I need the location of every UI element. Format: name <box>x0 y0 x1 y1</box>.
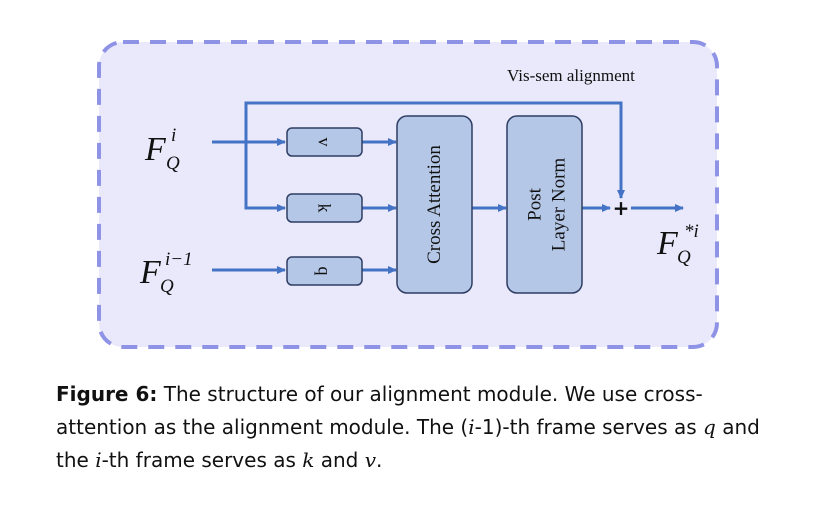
layer-norm-block: Post Layer Norm <box>506 115 583 294</box>
input-previous-symbol: F <box>139 254 162 291</box>
projection-v-label: v <box>315 138 335 147</box>
output-superscript: *i <box>684 221 699 242</box>
figure-caption: Figure 6: The structure of our alignment… <box>56 378 768 477</box>
caption-math-q: q <box>703 415 716 439</box>
caption-text-3: and the <box>56 415 760 472</box>
caption-text-2: -1)-th frame serves as <box>474 415 704 439</box>
connections <box>212 101 684 274</box>
input-current-frame: F Q i <box>144 125 180 174</box>
layer-norm-label-line1: Post <box>525 187 546 220</box>
residual-plus: + <box>613 196 630 220</box>
module-label: Vis-sem alignment <box>507 66 635 85</box>
input-current-superscript: i <box>171 125 176 146</box>
input-current-subscript: Q <box>166 153 180 174</box>
caption-text-5: and <box>314 448 365 472</box>
projection-q-label: q <box>315 267 335 276</box>
input-current-symbol: F <box>144 131 167 168</box>
input-previous-frame: F Q i−1 <box>139 249 193 297</box>
projection-k-label: k <box>315 204 335 213</box>
caption-math-i-prev: i <box>468 415 475 439</box>
projection-k: k <box>286 193 363 223</box>
arrow-input-to-k <box>244 142 286 212</box>
projection-q: q <box>286 256 363 286</box>
caption-math-k: k <box>302 448 315 472</box>
output-aligned-frame: F Q *i <box>656 221 699 268</box>
input-previous-superscript: i−1 <box>165 249 193 270</box>
projection-v: v <box>286 127 363 157</box>
caption-text-6: . <box>376 448 383 472</box>
caption-math-i: i <box>95 448 102 472</box>
arrow-residual <box>244 101 625 199</box>
output-subscript: Q <box>677 247 691 268</box>
layer-norm-label-line2: Layer Norm <box>549 158 570 252</box>
caption-text-4: -th frame serves as <box>101 448 303 472</box>
caption-math-v: v <box>364 448 377 472</box>
cross-attention-block: Cross Attention <box>396 115 473 294</box>
output-symbol: F <box>656 225 679 262</box>
input-previous-subscript: Q <box>160 276 174 297</box>
cross-attention-label: Cross Attention <box>424 145 445 264</box>
caption-text-1: The structure of our alignment module. W… <box>56 382 703 439</box>
figure-label: Figure 6: <box>56 382 158 406</box>
